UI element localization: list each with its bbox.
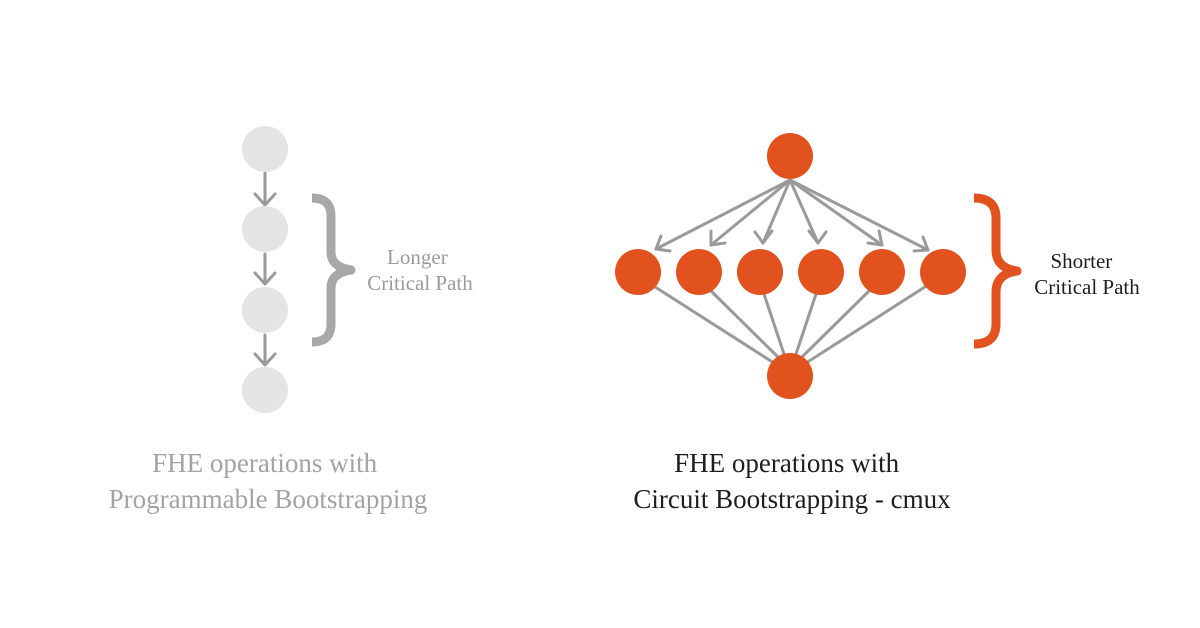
parallel-node-2: [676, 249, 722, 295]
chain-node-4: [242, 367, 288, 413]
parallel-node-4: [798, 249, 844, 295]
longer-label-line1: Longer: [387, 245, 448, 269]
fan-out-arrow-3: [753, 178, 792, 245]
top-node: [767, 133, 813, 179]
right-caption-line2: Circuit Bootstrapping - cmux: [633, 484, 951, 514]
shorter-label-line1: Shorter: [1050, 249, 1112, 273]
fan-out-arrow-6: [788, 178, 930, 253]
parallel-node-5: [859, 249, 905, 295]
fan-in-edge-5: [799, 288, 872, 360]
shorter-label-line2: Critical Path: [1034, 275, 1140, 299]
longer-critical-path-label: Longer Critical Path: [367, 245, 473, 295]
chain-node-2: [242, 206, 288, 252]
fan-out-arrow-4: [788, 178, 828, 245]
fan-in-edge-6: [804, 283, 930, 365]
parallel-node-3: [737, 249, 783, 295]
chain-node-3: [242, 287, 288, 333]
bottom-node: [767, 353, 813, 399]
chain-node-1: [242, 126, 288, 172]
chain-arrow-1: [253, 171, 277, 207]
right-caption: FHE operations with Circuit Bootstrappin…: [633, 448, 951, 514]
left-caption-line1: FHE operations with: [152, 448, 377, 478]
fan-out-edges: [654, 178, 930, 253]
right-caption-line1: FHE operations with: [674, 448, 899, 478]
right-panel: Shorter Critical Path FHE operations wit…: [615, 133, 1140, 514]
left-brace: [311, 193, 356, 347]
left-chain-edges: [253, 171, 277, 367]
fan-out-arrow-5: [788, 178, 884, 247]
parallel-node-6: [920, 249, 966, 295]
chain-arrow-3: [253, 333, 277, 367]
shorter-critical-path-label: Shorter Critical Path: [1034, 249, 1140, 299]
longer-label-line2: Critical Path: [367, 271, 473, 295]
fan-in-edge-3: [762, 292, 786, 356]
fan-in-edge-4: [794, 292, 818, 356]
right-brace: [973, 193, 1022, 349]
left-panel: Longer Critical Path FHE operations with…: [109, 126, 473, 514]
fan-in-edge-2: [708, 288, 781, 360]
fan-out-arrow-2: [709, 178, 792, 247]
left-caption-line2: Programmable Bootstrapping: [109, 484, 428, 514]
fan-in-edges: [650, 283, 930, 365]
left-caption: FHE operations with Programmable Bootstr…: [109, 448, 428, 514]
fan-out-arrow-1: [654, 178, 792, 253]
chain-arrow-2: [253, 252, 277, 286]
parallel-node-1: [615, 249, 661, 295]
fan-in-edge-1: [650, 283, 776, 365]
